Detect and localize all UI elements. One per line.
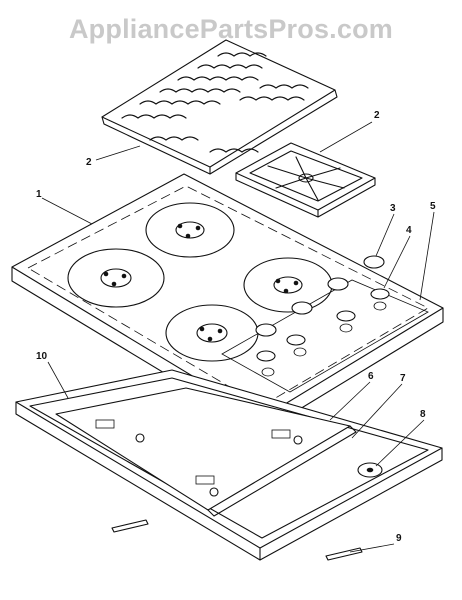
callout-6: 6 [368,371,374,382]
callout-3: 3 [390,203,396,214]
watermark-logo: AppliancePartsPros.com [68,14,393,44]
callout-1: 1 [36,189,42,200]
burner-front-left [67,248,165,308]
mounting-brackets [111,519,363,561]
grommet [357,462,383,478]
burner-rear-left [145,202,235,258]
callout-5: 5 [430,201,436,212]
callout-2-griddle: 2 [86,157,92,168]
callout-labels: 1 2 2 3 4 5 6 7 8 9 10 [36,110,436,544]
control-knobs [255,255,390,377]
callout-4: 4 [406,225,412,236]
cooktop-top-panel [11,173,444,433]
callout-9: 9 [396,533,402,544]
callout-7: 7 [400,373,406,384]
inner-plate [55,387,357,517]
callout-8: 8 [420,409,426,420]
leader-lines [41,121,435,553]
burner-grate [235,142,376,218]
callout-2-grate: 2 [374,110,380,121]
callout-10: 10 [36,351,48,362]
griddle-grate [101,39,338,175]
